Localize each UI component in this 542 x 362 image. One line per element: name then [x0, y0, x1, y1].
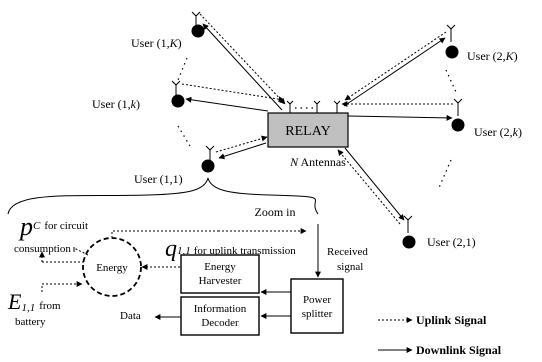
user-1-K: User (1,K) [131, 11, 205, 50]
relay-antennas [286, 100, 341, 113]
user-2-k-antenna-icon [453, 98, 463, 116]
uplink-2-1 [337, 149, 401, 225]
user-2-1-node [402, 235, 416, 249]
downlink-2-K [343, 37, 446, 107]
user-1-K-label: User (1,K) [131, 36, 182, 50]
zoom-brace-icon [7, 177, 319, 215]
zoom-in-label: Zoom in [255, 205, 296, 219]
user-2-K-antenna-icon [446, 24, 456, 42]
energy-harvester-box [180, 254, 260, 294]
energy-to-circuit-path [73, 247, 89, 256]
splitter-label-line2: splitter [302, 308, 333, 320]
user-2-1-antenna-icon [403, 215, 413, 233]
relay-antenna-1-icon [286, 100, 294, 113]
legend-uplink-label: Uplink Signal [416, 313, 487, 327]
link-user-2-k [341, 101, 453, 121]
legend-downlink-label: Downlink Signal [416, 343, 502, 357]
relay-antenna-2-icon [313, 100, 321, 113]
user-2-k: User (2,k) [451, 98, 522, 139]
link-user-2-K [343, 31, 447, 107]
uplink-1-k [181, 83, 285, 103]
relay-node: RELAY N Antennas [267, 100, 349, 169]
downlink-2-1 [344, 147, 405, 221]
decoder-label-line1: Information [194, 303, 247, 315]
user-2-k-node [451, 118, 465, 132]
battery-to-energy-arrow [41, 281, 83, 292]
relay-label: RELAY [285, 124, 330, 139]
user-2-K-node [445, 45, 459, 59]
link-user-1-K [199, 13, 286, 111]
uplink-1-K [199, 13, 286, 105]
data-label: Data [120, 310, 141, 322]
downlink-2-k [347, 114, 453, 121]
zoom-in-brace: Zoom in [7, 177, 319, 219]
energy-to-uplink-path [111, 230, 218, 238]
legend: Uplink Signal Downlink Signal [378, 313, 502, 357]
ellipsis-group2-upper [445, 69, 457, 93]
user-1-K-node [191, 24, 205, 38]
user-1-k-node [171, 94, 185, 108]
received-label-line2: signal [337, 261, 363, 273]
downlink-1-1 [218, 142, 267, 160]
splitter-label-line1: Power [303, 294, 331, 306]
information-decoder-box [180, 296, 260, 336]
user-2-1: User (2,1) [402, 215, 476, 249]
user-ellipses [177, 57, 457, 191]
ellipsis-group1-upper [177, 57, 188, 81]
user-1-1: User (1,1) [134, 145, 215, 186]
power-splitter-box [290, 278, 344, 334]
harvester-label-line2: Harvester [199, 275, 242, 287]
ellipsis-group1-lower [177, 125, 191, 147]
relay-antennas-label: N Antennas [289, 155, 346, 169]
e-label-line2: battery [15, 316, 46, 328]
ellipsis-group2-lower [437, 159, 452, 191]
uplink-1-1 [215, 135, 268, 153]
relay-antenna-3-icon [333, 100, 341, 113]
decoder-label-line2: Decoder [201, 317, 239, 329]
user-2-K: User (2,K) [445, 24, 518, 63]
user-2-K-label: User (2,K) [467, 49, 518, 63]
link-user-1-1 [215, 135, 268, 160]
uplink-2-K [344, 31, 447, 101]
user-2-k-label: User (2,k) [474, 125, 522, 139]
user-1-1-node [201, 159, 215, 173]
user-1-1-label: User (1,1) [134, 172, 183, 186]
received-label-line1: Received [327, 246, 368, 258]
pc-label-line2: consumption [14, 243, 71, 255]
user-1-k-label: User (1,k) [92, 97, 140, 111]
downlink-1-K [202, 23, 283, 111]
link-user-2-1 [337, 147, 405, 225]
energy-label: Energy [96, 262, 128, 274]
link-user-1-k [181, 83, 285, 112]
relay-box [267, 112, 349, 148]
downlink-1-k [185, 96, 269, 112]
user-2-1-label: User (2,1) [427, 235, 476, 249]
harvester-label-line1: Energy [204, 261, 236, 273]
user-1-k: User (1,k) [92, 80, 185, 111]
